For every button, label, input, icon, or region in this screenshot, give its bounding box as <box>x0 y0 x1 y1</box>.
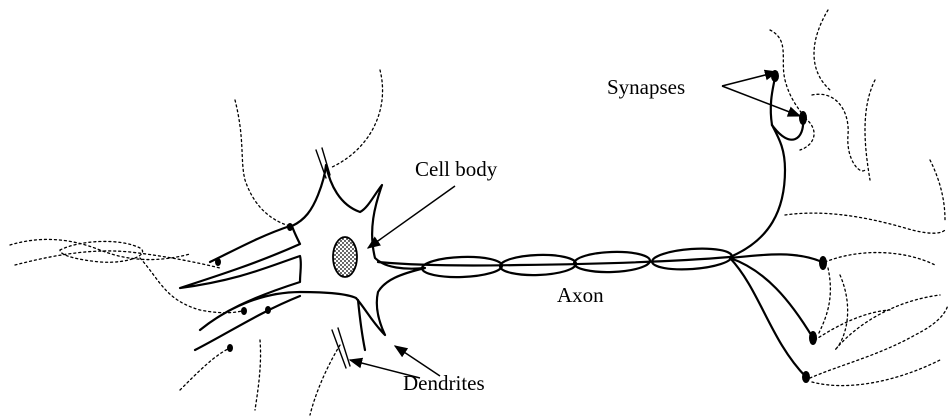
neighbor-fibers <box>10 10 948 415</box>
dendrite-left-upper <box>210 226 290 262</box>
cell-body-outline <box>180 165 425 335</box>
dendrites-label: Dendrites <box>403 371 485 395</box>
pointer-arrows <box>350 72 800 378</box>
cell-body-label: Cell body <box>415 157 498 181</box>
terminal-knobs <box>215 70 827 383</box>
myelin-sheath <box>422 246 733 278</box>
axon-label: Axon <box>557 283 604 307</box>
nucleus <box>333 237 357 277</box>
dendrite-bottom <box>332 328 350 368</box>
synapses-label: Synapses <box>607 75 685 99</box>
